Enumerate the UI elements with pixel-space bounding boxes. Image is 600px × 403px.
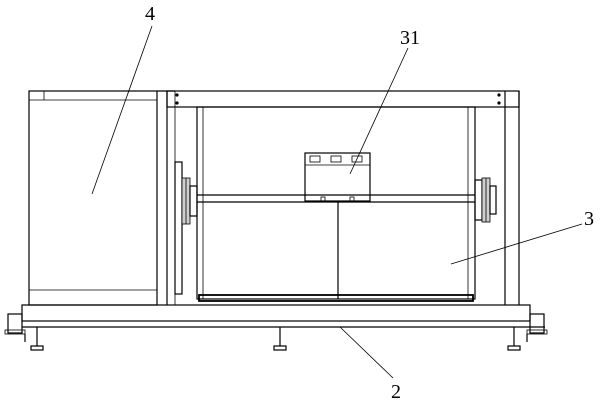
label-part-3: 3 — [584, 208, 594, 230]
left-cabinet — [28, 90, 176, 306]
label-part-31: 31 — [400, 27, 420, 49]
leveling-feet — [30, 327, 521, 351]
right-bearing — [474, 177, 497, 223]
label-part-2: 2 — [391, 381, 401, 403]
label-part-4: 4 — [145, 3, 155, 25]
base-frame — [4, 304, 548, 342]
main-drum — [196, 106, 476, 302]
leader-lines — [91, 25, 583, 379]
top-frame — [166, 90, 520, 305]
control-box — [304, 152, 371, 203]
left-bearing — [174, 161, 198, 295]
